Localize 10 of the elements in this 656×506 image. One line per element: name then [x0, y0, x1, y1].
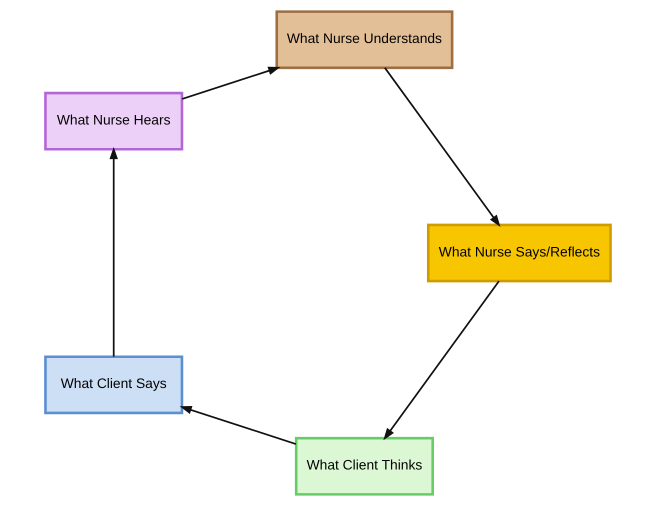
- node-box: What Client Thinks: [294, 436, 434, 496]
- arrow: [109, 146, 118, 357]
- arrow: [182, 66, 280, 100]
- arrow: [383, 280, 500, 440]
- node-box: What Client Says: [44, 355, 184, 414]
- arrow: [180, 406, 296, 445]
- node-box: What Nurse Says/Reflects: [426, 224, 612, 282]
- node-box: What Nurse Hears: [44, 92, 184, 151]
- node-box: What Nurse Understands: [275, 10, 454, 70]
- arrow: [384, 67, 500, 227]
